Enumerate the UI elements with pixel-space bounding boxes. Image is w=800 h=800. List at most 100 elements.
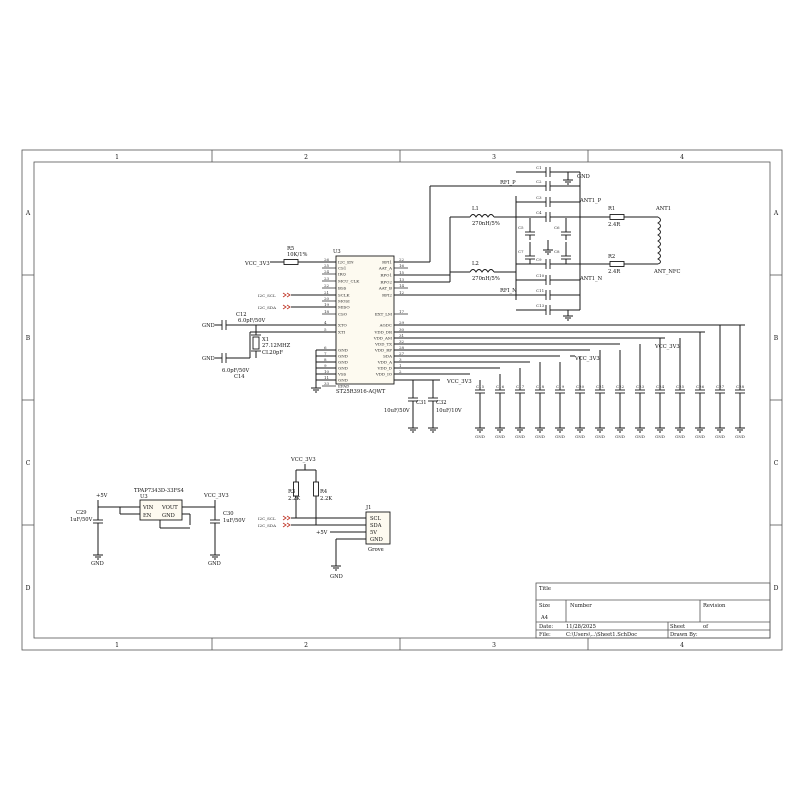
ant-n-label: ANT1_N xyxy=(579,276,603,282)
sheet-label: Sheet xyxy=(670,624,686,630)
decoupling-cap-ref: C15 xyxy=(476,384,485,389)
u3-pin-number: 7 xyxy=(324,351,327,356)
r5-resistor: VCC_3V3 R5 10K/1% xyxy=(244,246,336,267)
u3-pin-name: GND xyxy=(338,378,348,383)
rf-cap-ref: C11 xyxy=(536,288,544,293)
title-label: Title xyxy=(539,586,551,592)
l1-ref: L1 xyxy=(472,206,479,212)
rf-cap-ref: C10 xyxy=(536,273,545,278)
x1-value: 27.12MHZ xyxy=(262,343,291,349)
j1-pin-5v: 5V xyxy=(370,530,377,536)
gnd-label: GND xyxy=(715,434,725,439)
row-label-left: D xyxy=(26,585,31,592)
rf-cap: C3 xyxy=(516,195,580,207)
gnd-label-grove: GND xyxy=(330,574,343,580)
u3-pin-name: AAT_B xyxy=(378,286,392,291)
u3-pin-number: 20 xyxy=(324,296,330,301)
r2-value: 2.4R xyxy=(608,269,621,275)
rf-cap-ref: C4 xyxy=(536,210,542,215)
u3-pin-name: RFI1 xyxy=(382,260,392,265)
vcc-label-bus1: VCC_3V3 xyxy=(574,356,600,362)
i2c-ports-chip: I2C_SCL I2C_SDA xyxy=(258,292,336,310)
u3-pin-name: AAT_A xyxy=(378,266,392,271)
u3-pin-name: GND xyxy=(338,354,348,359)
decoupling-cap-ref: C18 xyxy=(536,384,545,389)
u3-pin-name: GND xyxy=(338,348,348,353)
gnd-label-c14: GND xyxy=(202,356,215,362)
u3-pin-name: VDD_RF xyxy=(374,348,392,353)
crystal-section: GND C12 6.0pF/50V GND 6.0pF/50V C14 X1 2… xyxy=(202,312,336,380)
j1-pin-sda: SDA xyxy=(370,523,382,529)
reg-ref: U3 xyxy=(140,494,148,500)
decoupling-cap-ref: C16 xyxy=(496,384,505,389)
u3-pin-name: IRQ xyxy=(338,272,347,277)
u3-pin-name: VDD_A xyxy=(377,360,392,365)
decoupling-capacitors: C15GNDC16GNDC17GNDC18GNDC19GNDC20GNDC21G… xyxy=(475,325,745,439)
u3-pin-name: VDD_IO xyxy=(375,372,393,377)
chip-ground-bus xyxy=(311,349,336,393)
decoupling-cap-ref: C23 xyxy=(636,384,645,389)
row-label-left: B xyxy=(26,335,31,342)
reg-part: TPAP7343D-33FS4 xyxy=(134,488,185,494)
c30-value: 1uF/50V xyxy=(223,518,246,524)
v5-label-grove: +5V xyxy=(316,530,328,536)
u3-pin-number: 31 xyxy=(399,333,404,338)
j1-ref: J1 xyxy=(365,505,371,511)
vcc-label-pullup: VCC_3V3 xyxy=(290,457,316,463)
r3-value: 2.2K xyxy=(288,496,300,502)
sda-port-label: I2C_SDA xyxy=(258,305,276,310)
decoupling-cap-ref: C25 xyxy=(676,384,685,389)
rf-cap: C5 xyxy=(518,218,535,240)
date-value: 11/28/2025 xyxy=(566,624,596,630)
u3-pin-number: 21 xyxy=(324,290,329,295)
c29-ref: C29 xyxy=(76,510,87,516)
decoupling-cap-ref: C28 xyxy=(736,384,745,389)
rf-cap: C10 xyxy=(516,273,580,285)
ant1-label: ANT1 xyxy=(655,206,671,212)
u3-pin-number: 17 xyxy=(399,309,405,314)
gnd-label: GND xyxy=(495,434,505,439)
size-label: Size xyxy=(539,603,550,609)
row-label-right: B xyxy=(774,335,779,342)
u3-pin-name: RFO2 xyxy=(380,280,392,285)
rfi-n-label: RFI_N xyxy=(500,288,517,294)
u3-pin-number: 11 xyxy=(324,375,329,380)
u3-pin-number: 2 xyxy=(399,369,402,374)
rf-cap-ref: C5 xyxy=(518,225,524,230)
c29-value: 1uF/50V xyxy=(70,517,93,523)
frame-row-labels: A B C D A B C D xyxy=(25,210,779,592)
gnd-label-c30: GND xyxy=(208,561,221,567)
decoupling-cap-ref: C21 xyxy=(596,384,604,389)
decoupling-cap-ref: C17 xyxy=(516,384,525,389)
col-label-top: 1 xyxy=(115,154,119,161)
rf-cap: C6 xyxy=(554,218,571,240)
col-label-top: 2 xyxy=(304,154,308,161)
rf-cap: C1 xyxy=(516,165,580,177)
u3-nfc-chip: U3 ST25R3916-AQWT xyxy=(333,249,395,395)
rf-cap: C2 xyxy=(516,179,580,191)
u3-pin-name: VDD_DR xyxy=(373,330,393,335)
of-label: of xyxy=(703,624,709,630)
u3-part: ST25R3916-AQWT xyxy=(336,389,386,395)
c32-ref: C32 xyxy=(436,400,447,406)
u3-pin-number: 9 xyxy=(324,363,327,368)
file-value: C:\Users\...\Sheet1.SchDoc xyxy=(566,632,637,638)
u3-pin-number: 18 xyxy=(324,309,330,314)
ldo-regulator: +5V TPAP7343D-33FS4 U3 VIN EN VOUT GND V… xyxy=(70,488,246,567)
decoupling-cap-ref: C27 xyxy=(716,384,725,389)
c14-ref: C14 xyxy=(234,374,245,380)
vcc-label-reg: VCC_3V3 xyxy=(203,493,229,499)
r2-ref: R2 xyxy=(608,254,615,260)
u3-pin-name: VDD_D xyxy=(376,366,392,371)
rf-cap-ref: C7 xyxy=(518,249,524,254)
u3-pin-number: 12 xyxy=(399,290,405,295)
u3-pin-name: MISO xyxy=(338,305,350,310)
